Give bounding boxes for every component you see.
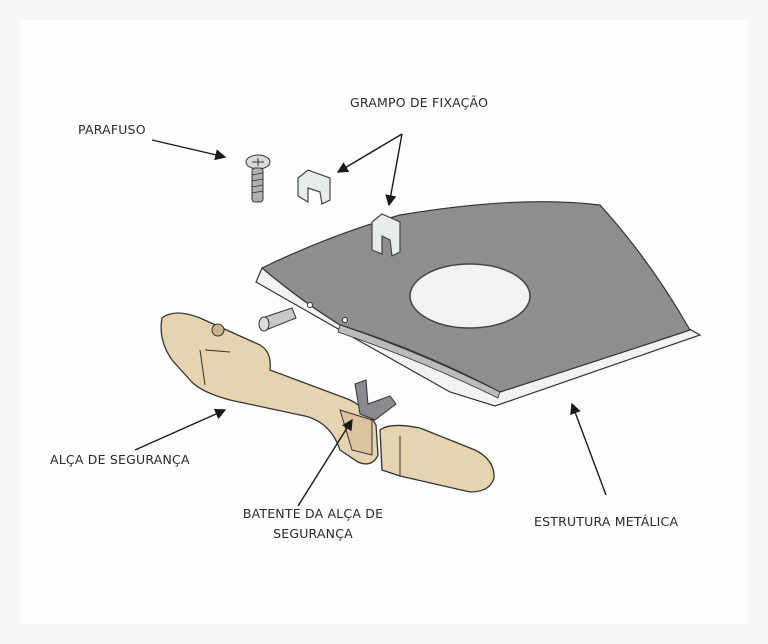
frame-hole bbox=[409, 263, 531, 329]
label-handle: ALÇA DE SEGURANÇA bbox=[50, 452, 190, 467]
safety-handle-part bbox=[160, 312, 495, 493]
arrow-frame bbox=[570, 402, 607, 496]
label-frame: ESTRUTURA METÁLICA bbox=[534, 514, 679, 529]
label-stopper-line2: SEGURANÇA bbox=[273, 526, 353, 541]
arrow-handle bbox=[134, 408, 227, 451]
label-stopper-line1: BATENTE DA ALÇA DE bbox=[242, 506, 384, 521]
arrow-screw bbox=[151, 139, 227, 161]
metal-frame bbox=[255, 201, 702, 407]
bolt-part bbox=[258, 307, 297, 332]
clip-part-mounted bbox=[371, 213, 401, 257]
arrow-clip-1 bbox=[336, 133, 403, 173]
clip-part bbox=[297, 169, 331, 205]
arrow-stopper bbox=[297, 418, 353, 507]
handle-stopper-part bbox=[354, 379, 397, 421]
label-clip: GRAMPO DE FIXAÇÃO bbox=[350, 95, 489, 110]
arrow-clip-2 bbox=[385, 133, 403, 207]
label-screw: PARAFUSO bbox=[78, 122, 146, 137]
callout-arrows bbox=[134, 133, 607, 507]
screw-part bbox=[245, 154, 271, 203]
